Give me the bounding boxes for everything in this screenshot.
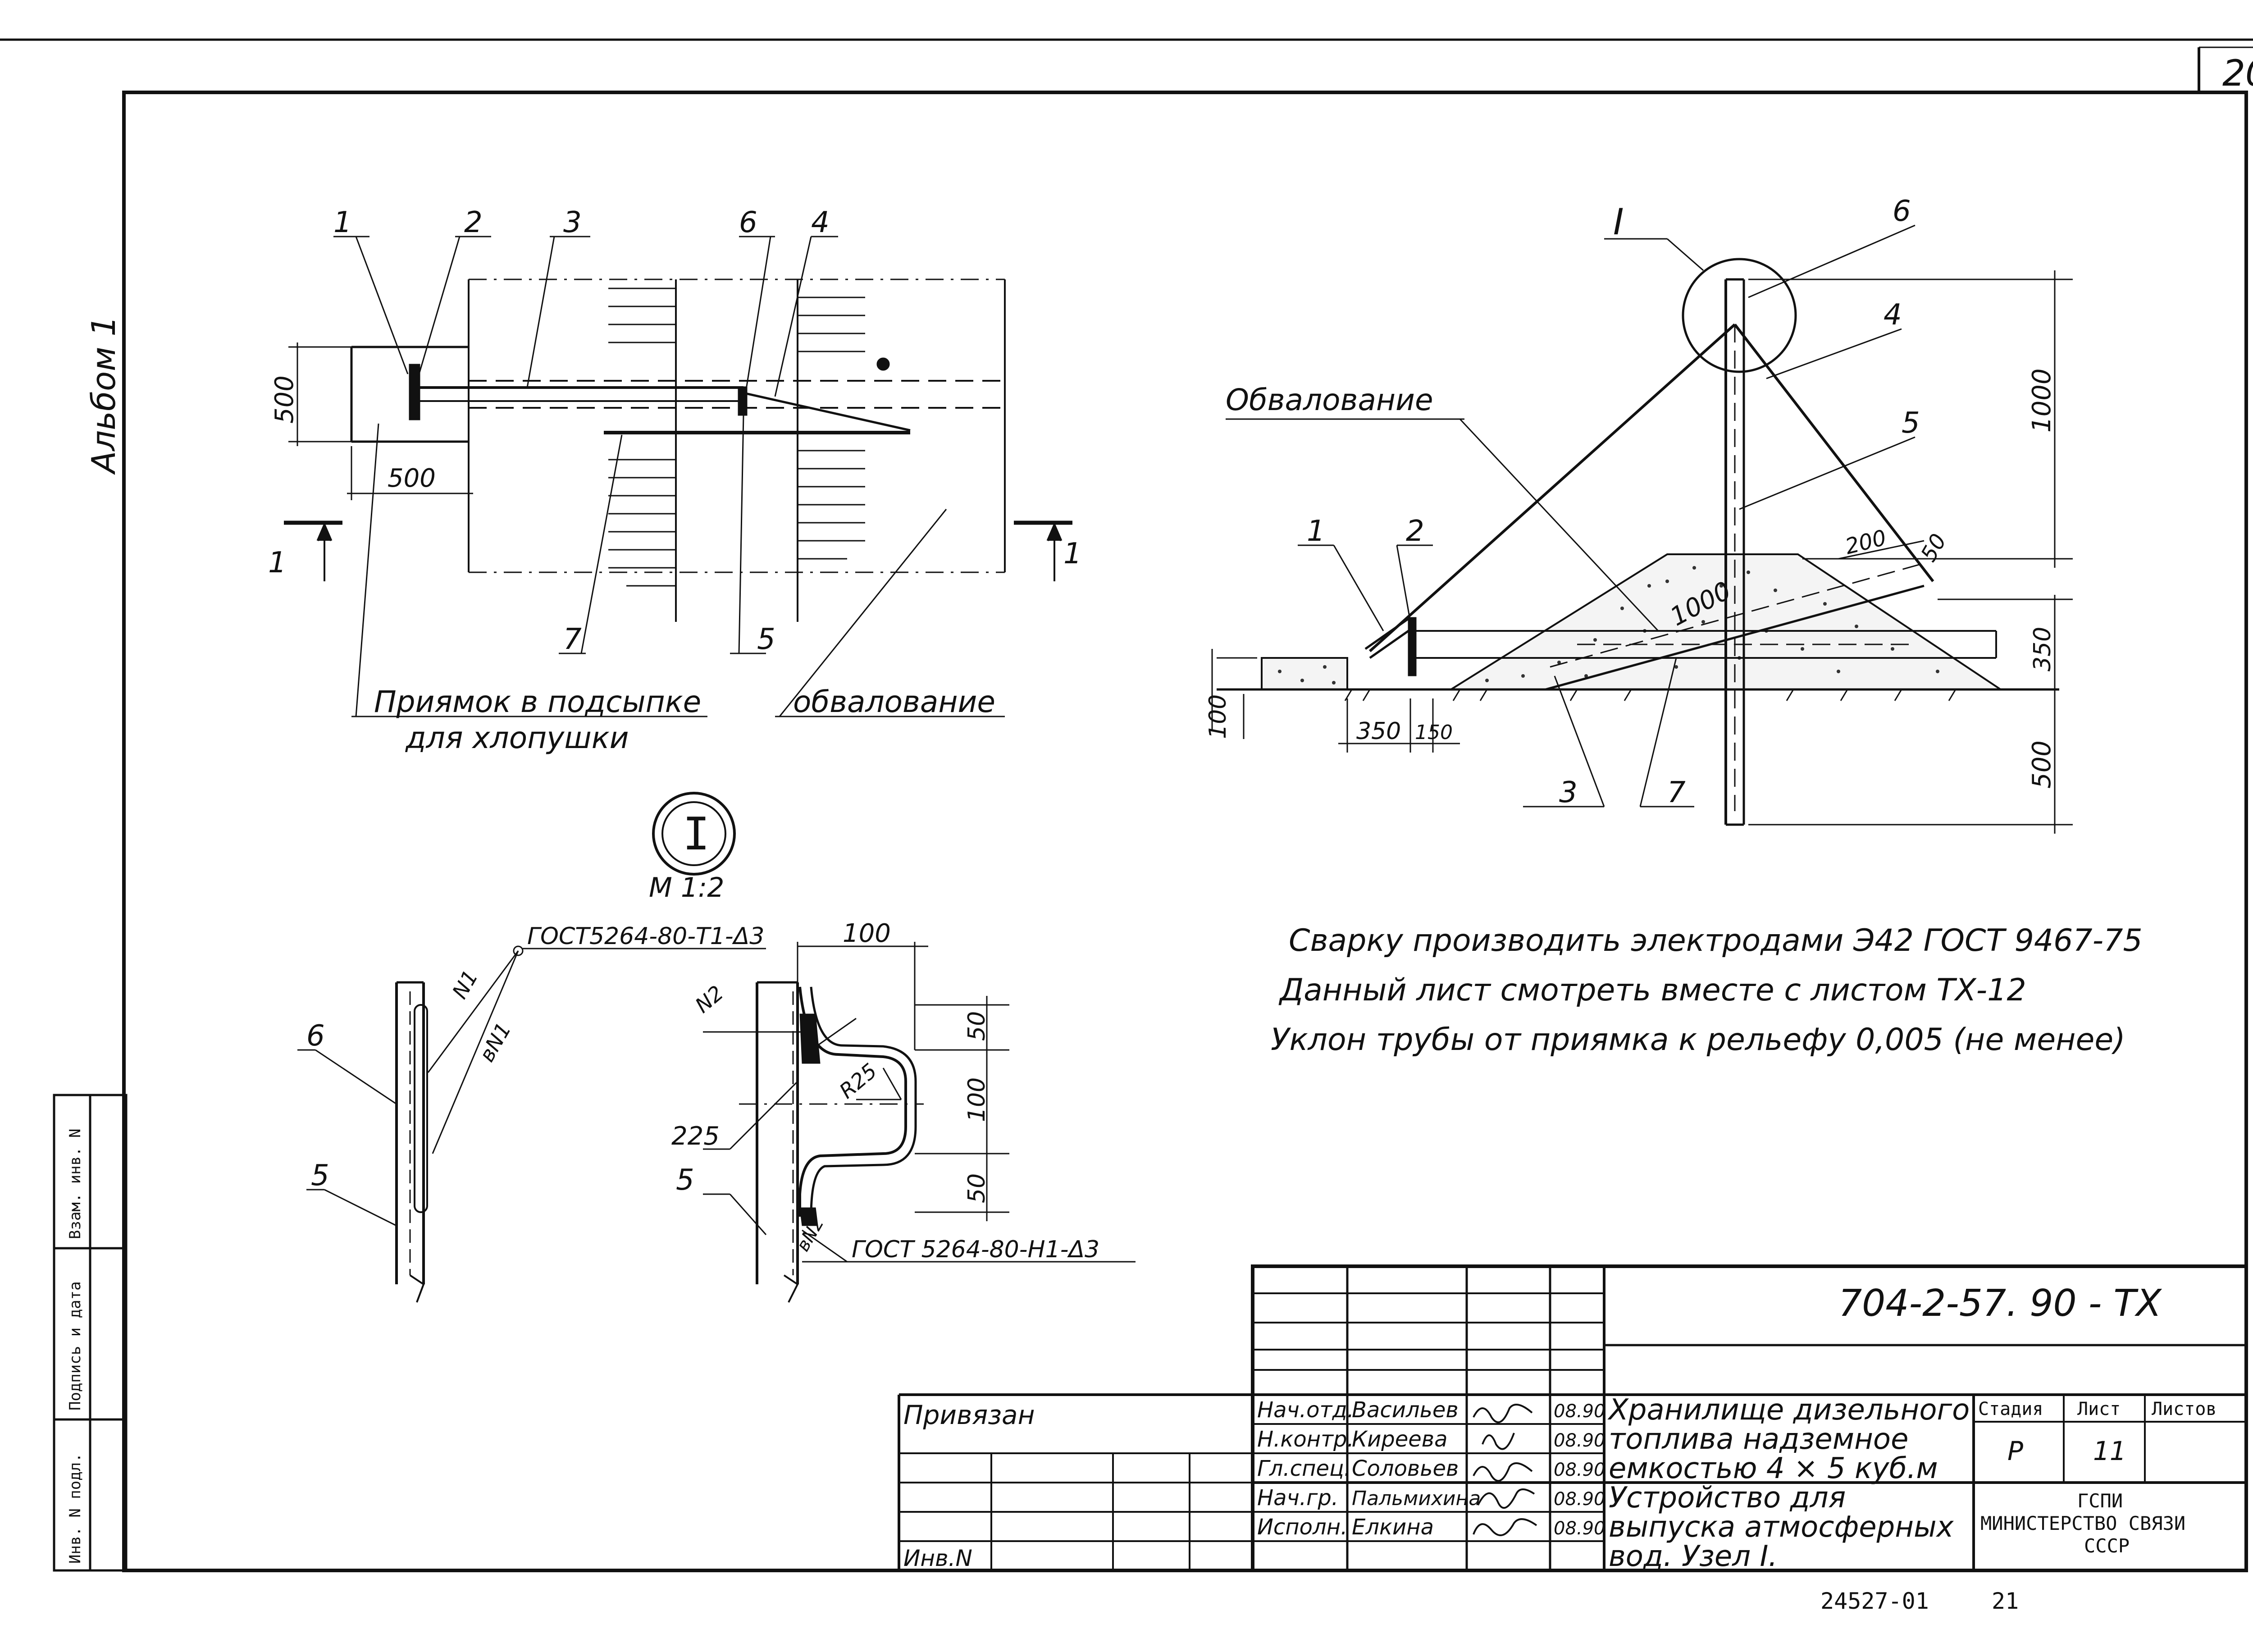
plan-callout-1: 1 <box>333 206 352 239</box>
plan-section-mark-left: 1 <box>268 546 287 580</box>
staff-date-3: 08.90 <box>1554 1489 1605 1510</box>
note-slope: Уклон трубы от приямка к рельефу 0,005 (… <box>1271 1022 2125 1058</box>
side-stamp-replace: Взам. инв. N <box>66 1128 84 1239</box>
stage-header: Стадия <box>1978 1399 2043 1419</box>
plan-callout-5: 5 <box>757 623 775 656</box>
staff-name-3: Пальмихина <box>1352 1487 1481 1510</box>
section-dim-350-vertical: 350 <box>2029 627 2056 671</box>
section-dim-500: 500 <box>2027 740 2057 789</box>
staff-name-2: Соловьев <box>1352 1456 1459 1481</box>
project-title-line3: емкостью 4 × 5 куб.м <box>1609 1452 1938 1485</box>
detail-left-callout-6: 6 <box>306 1019 325 1053</box>
plan-caption-pit-line2: для хлопушки <box>405 721 629 755</box>
detail-left-weld-bn1: вN1 <box>474 1018 516 1066</box>
section-callout-3: 3 <box>1559 776 1578 809</box>
note-see-sheet: Данный лист смотреть вместе с листом ТХ-… <box>1278 972 2026 1008</box>
title-block <box>898 1264 2248 1572</box>
section-dim-100: 100 <box>1204 694 1231 739</box>
section-dim-150: 150 <box>1415 721 1453 744</box>
org-line1: ГСПИ <box>2077 1490 2123 1512</box>
sheet-header: Лист <box>2077 1399 2121 1419</box>
sheet-title-line3: вод. Узел I. <box>1609 1540 1778 1573</box>
title-bound-label: Привязан <box>903 1400 1035 1430</box>
title-inv-label: Инв.N <box>903 1545 972 1571</box>
sheets-header: Листов <box>2152 1399 2217 1419</box>
plan-caption-pit-line1: Приямок в подсыпке <box>374 685 701 719</box>
detail-dim-100-mid: 100 <box>963 1077 990 1122</box>
plan-section-mark-right: 1 <box>1063 537 1082 570</box>
section-view <box>1211 224 2073 834</box>
side-stamp <box>53 1094 128 1572</box>
plan-caption-bank: обвалование <box>793 685 995 719</box>
detail-right-weld-n2: N2 <box>690 981 728 1018</box>
section-bank-label: Обвалование <box>1226 383 1433 417</box>
detail-dim-50-top: 50 <box>963 1011 990 1041</box>
detail-mark: I <box>683 808 710 860</box>
staff-role-4: Исполн. <box>1257 1515 1347 1540</box>
plan-callout-4: 4 <box>811 206 830 239</box>
section-callout-7: 7 <box>1667 776 1686 809</box>
sheet-title-line2: выпуска атмосферных <box>1609 1511 1954 1544</box>
section-callout-6: 6 <box>1893 195 1911 228</box>
staff-date-1: 08.90 <box>1554 1430 1605 1451</box>
stage-value: Р <box>2007 1436 2023 1466</box>
detail-left-callout-5: 5 <box>311 1159 329 1192</box>
project-title-line2: топлива надземное <box>1609 1423 1908 1456</box>
section-callout-1: 1 <box>1307 515 1325 548</box>
staff-name-4: Елкина <box>1352 1515 1434 1540</box>
plan-callout-6: 6 <box>739 206 757 239</box>
plan-callout-3: 3 <box>563 206 582 239</box>
detail-dim-r25: R25 <box>835 1059 881 1104</box>
detail-right-weld-ref: ГОСТ 5264-80-Н1-Δ3 <box>852 1236 1099 1263</box>
page-number: 20 <box>2222 52 2253 94</box>
staff-role-1: Н.контр. <box>1257 1427 1354 1452</box>
album-label: Альбом 1 <box>85 316 123 475</box>
archive-number: 24527-01 <box>1820 1588 1929 1614</box>
staff-date-0: 08.90 <box>1554 1401 1605 1422</box>
staff-name-1: Киреева <box>1352 1427 1448 1452</box>
sheet-frame <box>0 38 2253 1572</box>
section-dim-50: 50 <box>1916 529 1952 566</box>
detail-right-callout-5: 5 <box>676 1164 694 1197</box>
side-stamp-inv: Инв. N подл. <box>66 1453 84 1564</box>
project-title-line1: Хранилище дизельного <box>1607 1393 1970 1427</box>
plan-dim-height: 500 <box>270 375 299 424</box>
section-dim-350: 350 <box>1356 718 1401 745</box>
detail-right-callout-225: 225 <box>671 1122 720 1151</box>
plan-dim-width: 500 <box>388 464 436 493</box>
title-code: 704-2-57. 90 - ТХ <box>1838 1282 2162 1325</box>
signatures <box>1473 1404 1537 1536</box>
detail-left-weld-n1: N1 <box>447 966 483 1003</box>
staff-role-3: Нач.гр. <box>1257 1485 1338 1511</box>
staff-role-2: Гл.спец. <box>1257 1456 1351 1481</box>
detail-dim-50-bottom: 50 <box>963 1173 990 1203</box>
org-line3: СССР <box>2084 1535 2130 1557</box>
section-callout-2: 2 <box>1406 515 1424 548</box>
staff-name-0: Васильев <box>1352 1397 1459 1423</box>
plan-callout-7: 7 <box>563 623 582 656</box>
section-node-mark: I <box>1613 201 1624 243</box>
staff-date-2: 08.90 <box>1554 1460 1605 1480</box>
side-stamp-sign: Подпись и дата <box>66 1281 84 1410</box>
detail-left-weld-ref: ГОСТ5264-80-Т1-Δ3 <box>527 923 764 950</box>
detail-dim-100-top: 100 <box>843 919 891 948</box>
section-dim-200: 200 <box>1843 525 1888 560</box>
section-callout-4: 4 <box>1884 298 1902 332</box>
section-dim-1000-vertical: 1000 <box>2027 368 2057 433</box>
org-line2: МИНИСТЕРСТВО СВЯЗИ <box>1980 1512 2185 1534</box>
archive-page: 21 <box>1992 1588 2019 1614</box>
staff-date-4: 08.90 <box>1554 1518 1605 1539</box>
note-welding: Сварку производить электродами Э42 ГОСТ … <box>1289 923 2143 958</box>
sheet-value: 11 <box>2093 1436 2126 1466</box>
detail-view <box>297 792 1136 1303</box>
plan-callout-2: 2 <box>464 206 483 239</box>
section-callout-5: 5 <box>1902 406 1920 440</box>
sheet-title-line1: Устройство для <box>1609 1481 1846 1515</box>
detail-scale: М 1:2 <box>649 872 724 904</box>
plan-view <box>284 236 1072 717</box>
staff-role-0: Нач.отд. <box>1257 1397 1354 1423</box>
